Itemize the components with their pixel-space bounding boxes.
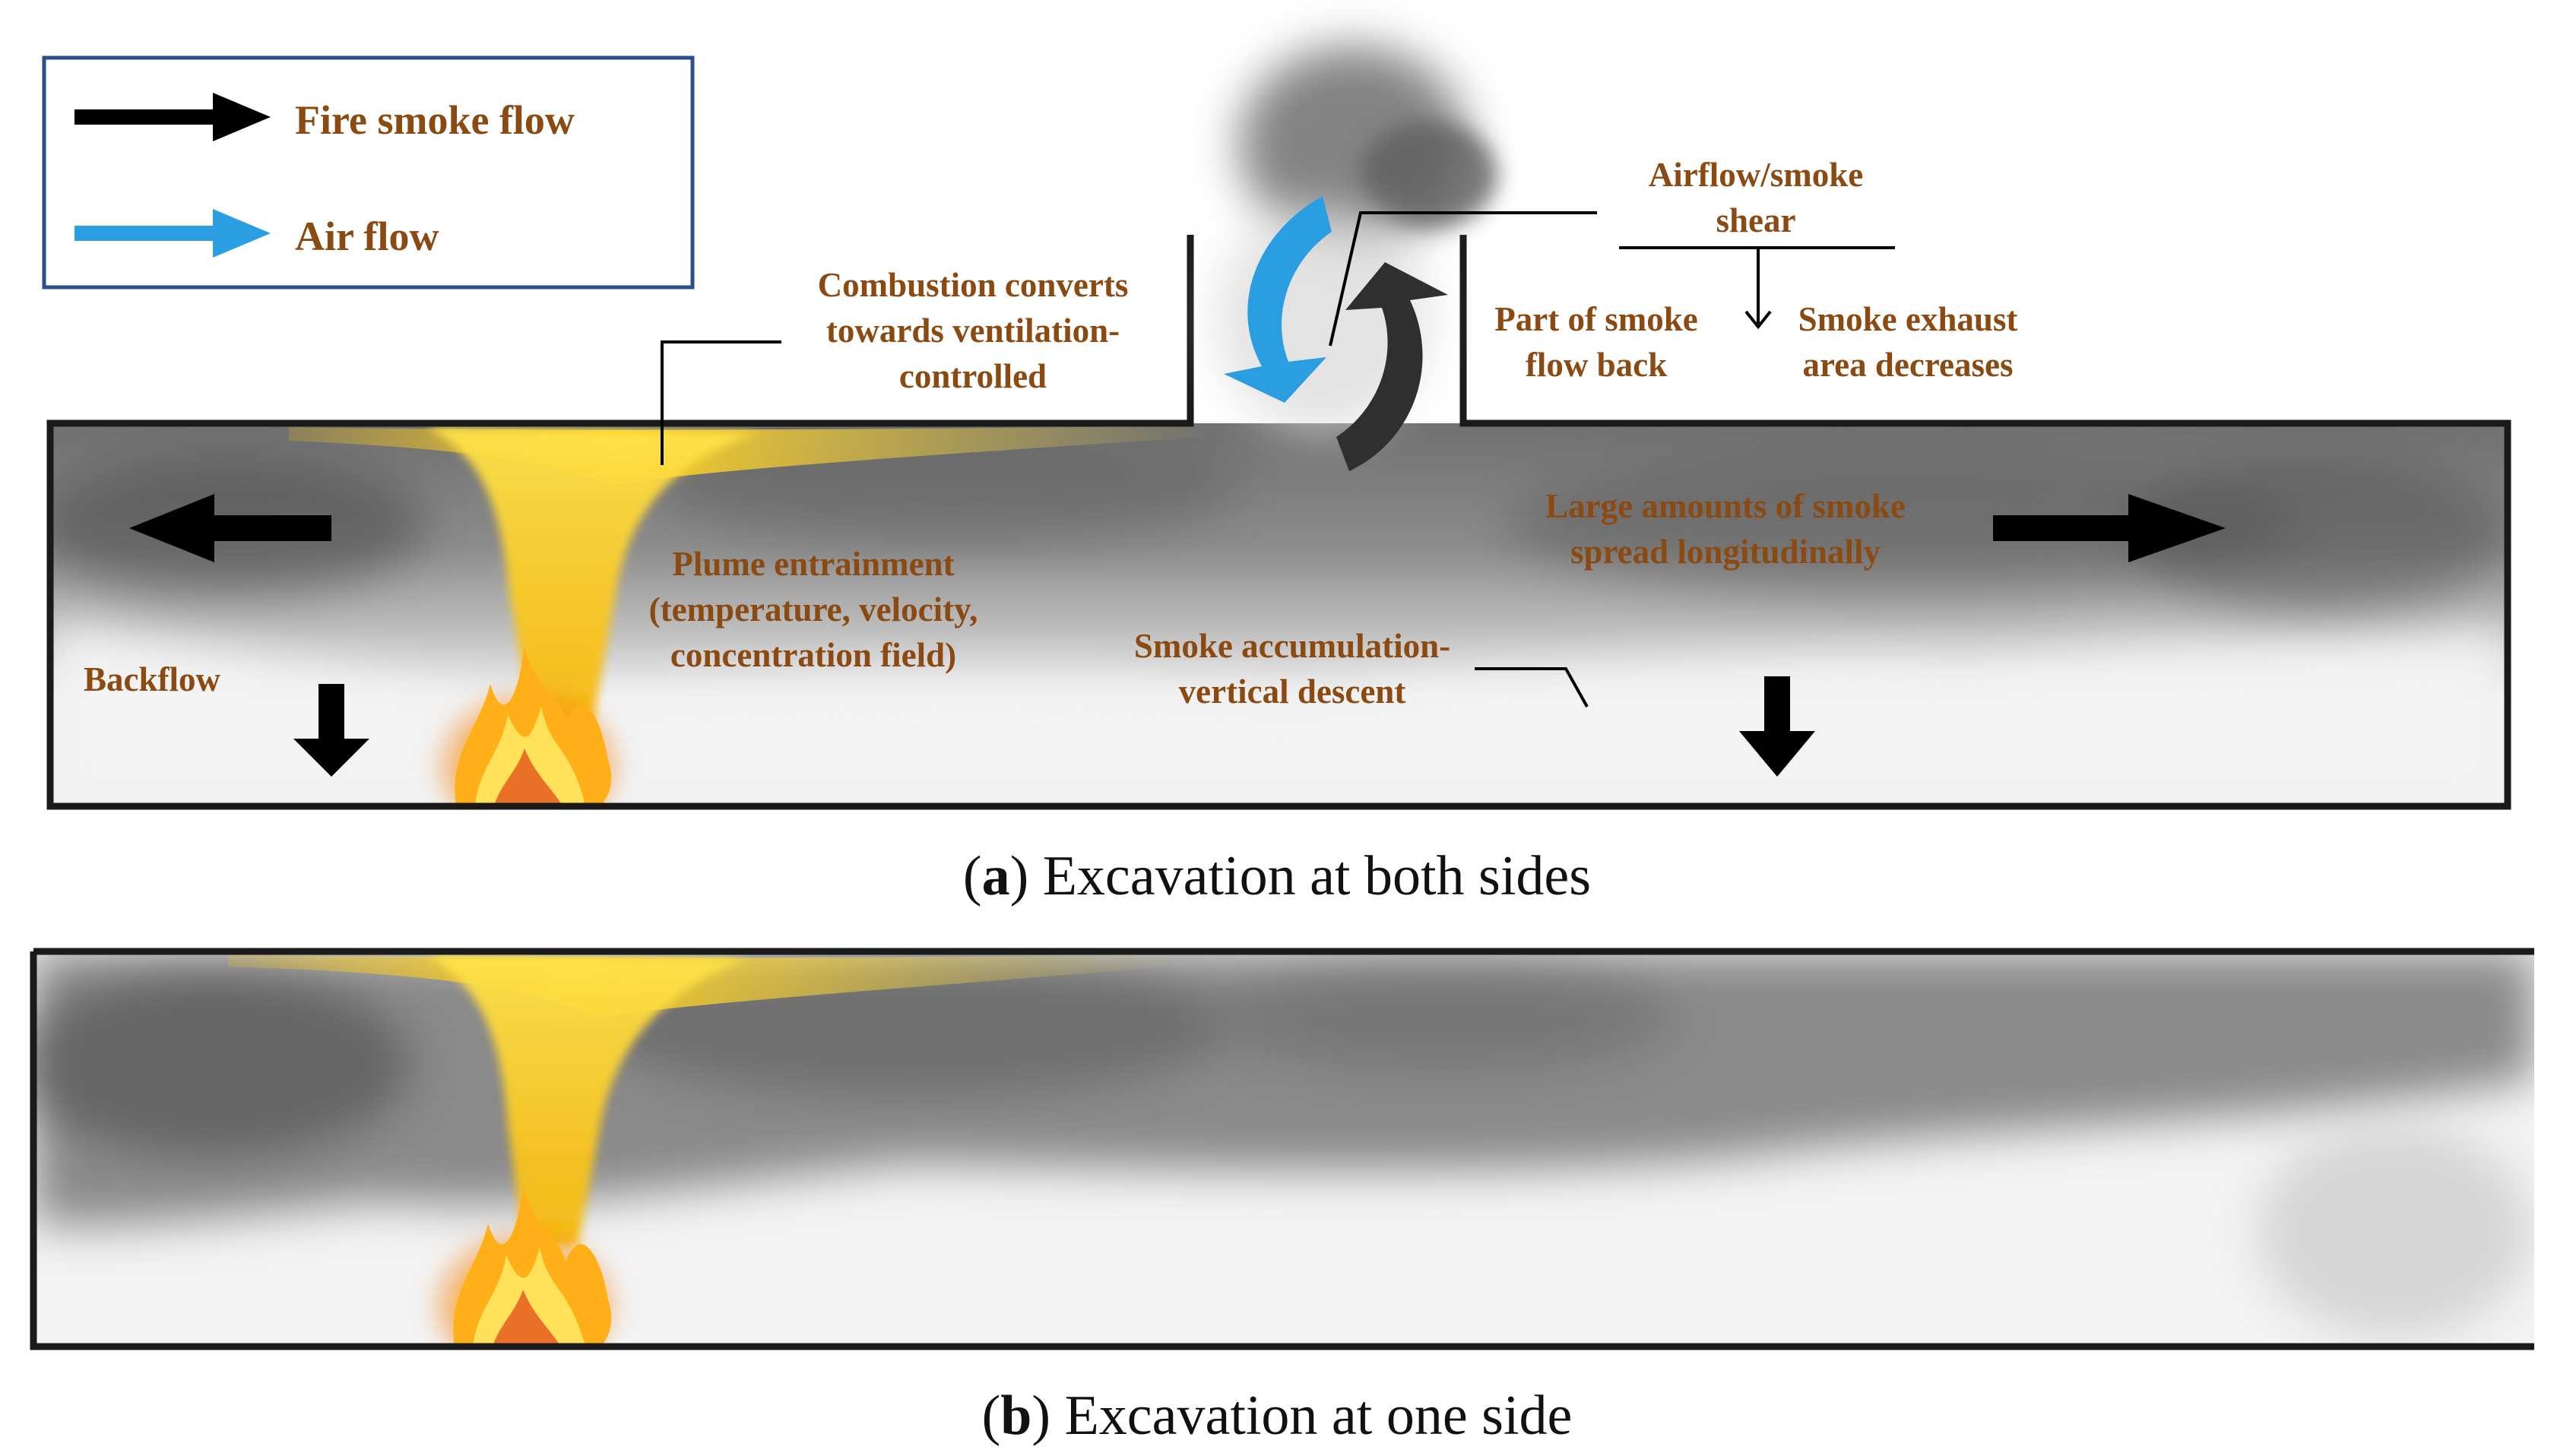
caption-a: (a) Excavation at both sides (962, 845, 1592, 907)
combustion-label: Combustion converts towards ventilation-… (817, 266, 1129, 395)
shear-leader-line (1329, 211, 1597, 347)
legend-air-flow-label: Air flow (295, 214, 439, 259)
left-descent-arrow-icon (293, 684, 369, 777)
caption-b: (b) Excavation at one side (981, 1385, 1573, 1447)
exhaust-area-label: Smoke exhaust area decreases (1798, 300, 2018, 384)
right-descent-arrow-icon (1739, 676, 1815, 777)
smoke-shear-arrow-icon (1336, 262, 1448, 471)
accumulation-leader-line (1475, 667, 1589, 707)
smoke-accumulation-label: Smoke accumulation- vertical descent (1133, 627, 1451, 711)
legend-fire-smoke-label: Fire smoke flow (295, 97, 575, 143)
panel-a (46, 46, 2511, 810)
tunnel-a-walls (46, 235, 2511, 810)
fire-smoke-arrow-icon (74, 93, 271, 141)
panel-b (30, 948, 2534, 1350)
shear-down-arrow-icon (1744, 248, 1772, 330)
air-shear-arrow-icon (1224, 196, 1332, 403)
combustion-leader-line (661, 340, 781, 465)
plume-entrainment-label: Plume entrainment (temperature, velocity… (648, 545, 978, 674)
left-smoke-flow-arrow-icon (129, 494, 331, 562)
shear-label: Airflow/smoke shear (1648, 156, 1864, 239)
flow-back-label: Part of smoke flow back (1494, 300, 1698, 384)
legend-box (42, 55, 695, 290)
legend (42, 55, 695, 290)
tunnel-b-walls (30, 948, 2534, 1350)
air-flow-arrow-icon (74, 209, 271, 258)
longitudinal-spread-label: Large amounts of smoke spread longitudin… (1545, 487, 1906, 571)
right-smoke-flow-arrow-icon (1993, 494, 2226, 562)
backflow-label: Backflow (84, 660, 220, 698)
